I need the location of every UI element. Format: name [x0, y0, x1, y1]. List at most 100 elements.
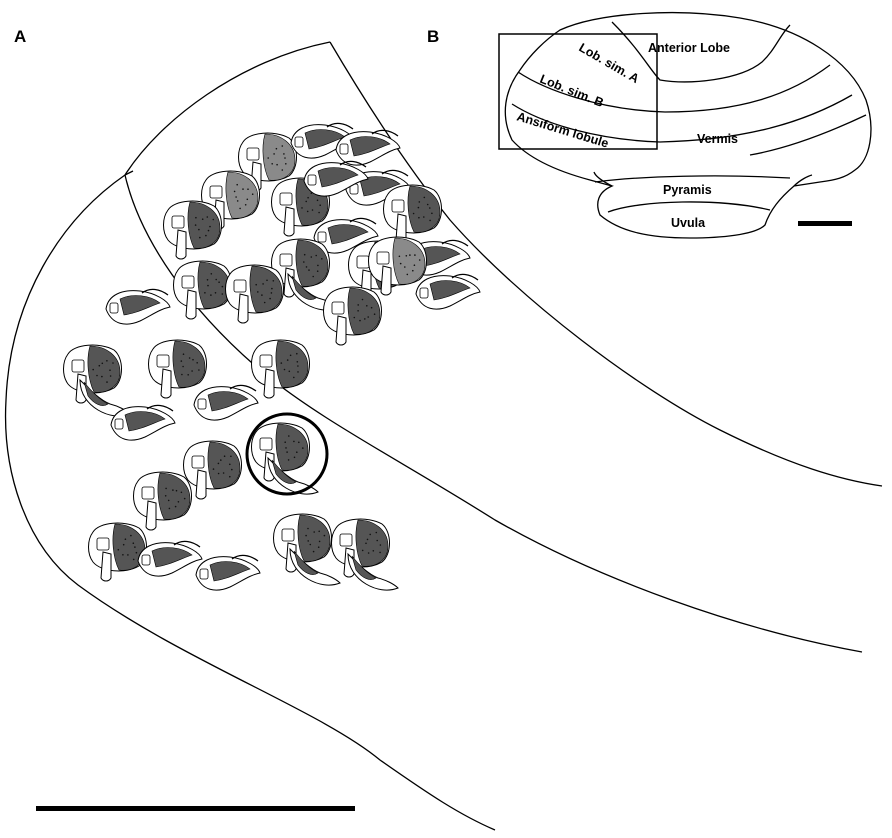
- stipple-dot: [298, 441, 300, 444]
- stipple-dot: [379, 544, 382, 546]
- label-pyramis: Pyramis: [663, 183, 712, 197]
- stipple-dot: [353, 316, 356, 319]
- eye-icon: [71, 359, 85, 373]
- receptive-field-patch: [262, 133, 296, 181]
- stipple-dot: [130, 534, 132, 537]
- stipple-dot: [168, 507, 171, 510]
- receptive-field-patch: [225, 171, 259, 219]
- stipple-dot: [267, 157, 269, 159]
- whisker-line: [371, 129, 399, 137]
- whisker-line: [349, 217, 377, 225]
- stipple-dot: [293, 440, 295, 443]
- receptive-field-icon: [313, 217, 379, 254]
- stipple-dot: [194, 224, 197, 226]
- stipple-dot: [426, 203, 429, 206]
- stipple-dot: [406, 273, 409, 276]
- stipple-dot: [379, 551, 381, 554]
- paw-receptive-field: [83, 381, 109, 406]
- stipple-dot: [273, 153, 275, 155]
- whisker-line: [141, 288, 169, 296]
- stipple-dot: [236, 200, 239, 202]
- paw-receptive-field: [293, 550, 319, 575]
- stipple-dot: [318, 530, 320, 533]
- stipple-dot: [109, 369, 111, 371]
- stipple-dot: [122, 554, 124, 556]
- cerebellum-outline: [504, 11, 872, 239]
- stipple-dot: [229, 475, 231, 478]
- receptive-field-icon: [273, 513, 341, 586]
- stipple-dot: [195, 216, 197, 219]
- receptive-field-patch: [429, 280, 471, 301]
- stipple-dot: [222, 472, 225, 474]
- receptive-field-icon: [331, 518, 399, 591]
- stipple-dot: [297, 365, 299, 367]
- stipple-dot: [244, 204, 247, 206]
- snout-incisor: [100, 551, 112, 582]
- stipple-dot: [235, 196, 237, 198]
- stipple-dot: [214, 292, 217, 294]
- anterior-lobe-boundary: [611, 21, 791, 83]
- stipple-dot: [417, 206, 420, 209]
- stipple-dot: [217, 462, 220, 465]
- stipple-dot: [172, 489, 174, 491]
- stipple-dot: [217, 472, 220, 475]
- stipple-dot: [296, 352, 298, 355]
- stipple-dot: [275, 147, 278, 150]
- stipple-dot: [134, 546, 136, 548]
- inset-box: [498, 33, 658, 150]
- receptive-field-patch: [419, 246, 461, 267]
- stipple-dot: [321, 258, 323, 260]
- stipple-dot: [311, 209, 314, 211]
- stipple-dot: [271, 287, 273, 290]
- stipple-dot: [257, 291, 259, 293]
- eye-icon: [114, 418, 124, 430]
- receptive-field-patch: [197, 261, 231, 309]
- snout-incisor: [335, 315, 347, 346]
- stipple-dot: [418, 201, 421, 203]
- eye-icon: [171, 215, 185, 229]
- label-ansiform-lobule: Ansiform lobule: [515, 109, 610, 150]
- stipple-dot: [106, 381, 108, 383]
- eye-icon: [209, 185, 223, 199]
- pyramis-top: [594, 175, 791, 183]
- stipple-dot: [372, 550, 375, 552]
- stipple-dot: [112, 362, 114, 364]
- stipple-dot: [135, 551, 138, 554]
- stipple-dot: [404, 266, 406, 268]
- stipple-dot: [165, 487, 167, 490]
- stipple-dot: [180, 491, 183, 494]
- stipple-dot: [316, 270, 319, 272]
- stipple-dot: [181, 373, 183, 376]
- receptive-field-icon: [251, 339, 310, 399]
- stipple-dot: [271, 163, 273, 165]
- stipple-dot: [366, 538, 369, 541]
- eye-icon: [376, 251, 390, 265]
- stipple-dot: [312, 550, 315, 553]
- stipple-dot: [272, 280, 275, 282]
- stipple-dot: [370, 306, 373, 309]
- eye-icon: [419, 287, 429, 299]
- label-anterior-lobe: Anterior Lobe: [648, 41, 730, 55]
- receptive-field-patch: [209, 561, 251, 582]
- stipple-dot: [183, 497, 186, 500]
- stipple-dot: [288, 435, 290, 437]
- folium-outer-boundary: [4, 41, 496, 831]
- stipple-dot: [303, 261, 305, 263]
- receptive-field-patch: [359, 176, 401, 197]
- eye-icon: [356, 255, 370, 269]
- snout-incisor: [380, 265, 392, 296]
- stipple-dot: [423, 196, 426, 199]
- stipple-dot: [92, 368, 94, 371]
- stipple-dot: [284, 157, 286, 159]
- receptive-field-icon: [133, 471, 192, 531]
- stipple-dot: [412, 269, 414, 272]
- stipple-dot: [196, 362, 198, 364]
- stipple-dot: [167, 499, 170, 502]
- receptive-field-patch: [187, 201, 221, 249]
- stipple-dot: [318, 540, 321, 543]
- eye-icon: [96, 537, 110, 551]
- receptive-field-patch: [317, 167, 359, 188]
- receptive-field-patch: [119, 295, 161, 316]
- stipple-dot: [317, 264, 319, 267]
